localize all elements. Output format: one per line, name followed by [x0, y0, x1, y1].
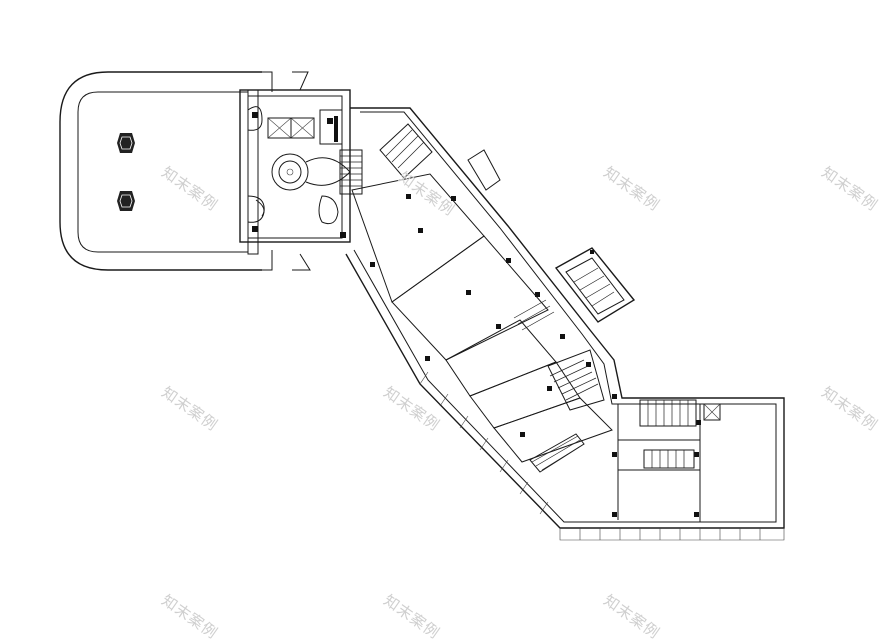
east-stair-tower — [554, 247, 636, 323]
hall-fixture-1 — [117, 133, 135, 153]
north-east-stub — [467, 149, 501, 191]
diagonal-wing — [345, 107, 785, 541]
mid-stair — [513, 299, 605, 411]
south-east-stair — [639, 399, 697, 469]
core-stair — [339, 149, 363, 195]
hall-fixture-2 — [117, 191, 135, 211]
south-west-stair — [529, 433, 585, 473]
west-rounded-hall — [59, 71, 311, 271]
north-stair — [379, 123, 433, 179]
central-core — [239, 89, 363, 243]
south-east-lift — [703, 403, 721, 421]
